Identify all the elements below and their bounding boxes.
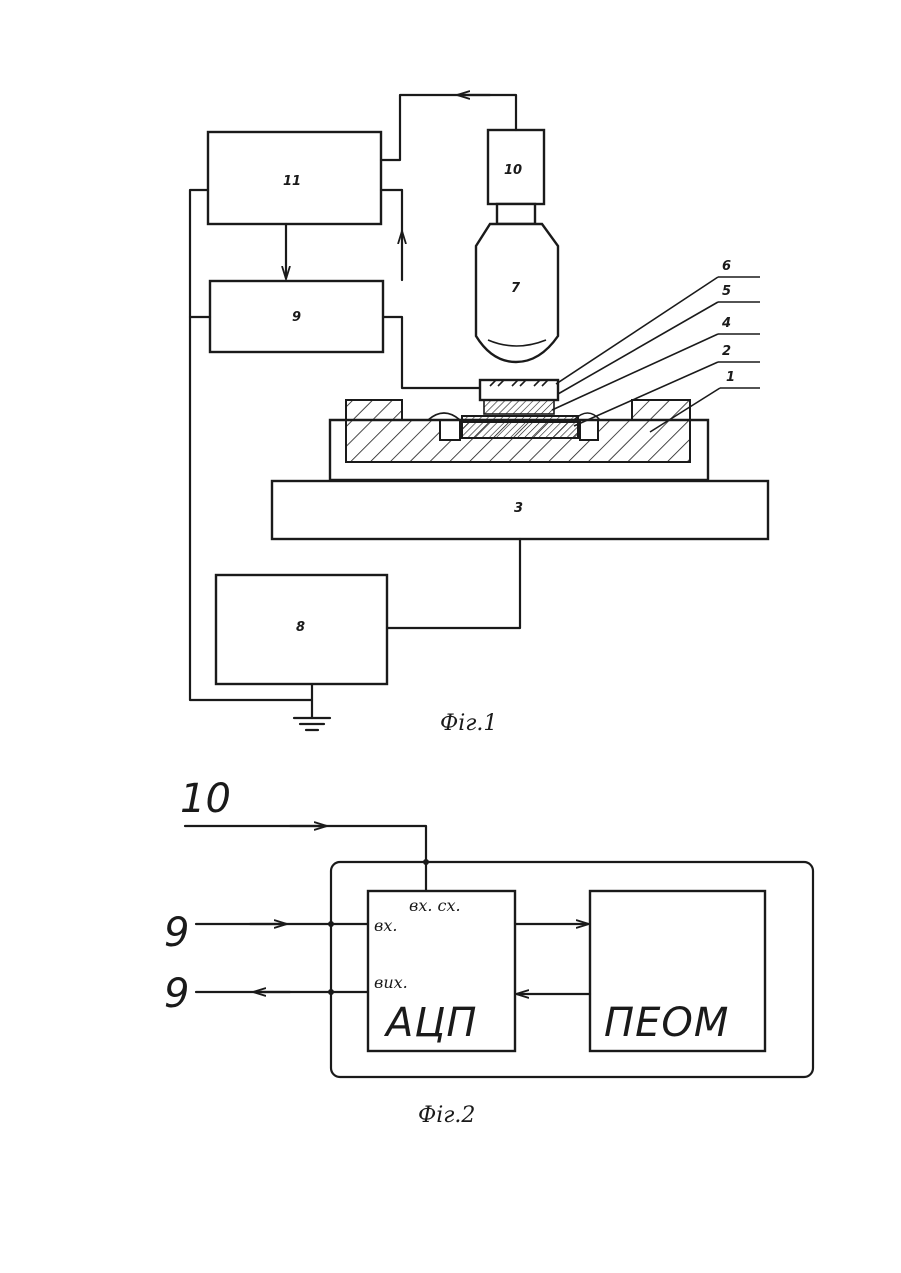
label-7: 7: [511, 281, 521, 296]
node-input-9: [328, 921, 334, 927]
label-9: 9: [292, 310, 301, 325]
probe-assembly: [480, 380, 558, 414]
output-9-label: 9: [164, 971, 189, 1017]
camera-10: 10: [488, 130, 544, 224]
pc-label: ПЕОМ: [604, 1000, 729, 1046]
label-11: 11: [283, 174, 301, 189]
input-9-label: 9: [164, 910, 189, 956]
microscope-7: 7: [476, 224, 558, 362]
label-8: 8: [296, 620, 305, 635]
line-8-to-base: [387, 539, 520, 628]
figure-1-caption: Фіг.1: [440, 711, 497, 736]
layer-5: [480, 380, 558, 400]
adc-label: АЦП: [383, 1000, 478, 1046]
ground-icon: [294, 684, 330, 730]
node-output-9: [328, 989, 334, 995]
pc-block: ПЕОМ: [590, 891, 765, 1051]
line-input-10: [185, 826, 426, 892]
block-11: 11: [208, 132, 381, 224]
input-10-label: 10: [180, 776, 231, 822]
label-1: 1: [726, 370, 735, 385]
block-8: 8: [216, 575, 387, 684]
label-4: 4: [721, 316, 731, 331]
label-5: 5: [722, 284, 731, 299]
port-sync-input: вх. сх.: [409, 896, 461, 915]
block-9: 9: [210, 281, 383, 352]
label-3: 3: [514, 501, 523, 516]
label-6: 6: [722, 259, 731, 274]
figure-1: 11 9 10 7: [190, 95, 768, 736]
figure-2-caption: Фіг.2: [418, 1103, 475, 1128]
port-output: вих.: [374, 973, 408, 992]
label-2: 2: [722, 344, 731, 359]
label-10: 10: [504, 163, 522, 178]
sample-2: [462, 416, 578, 438]
layer-4: [484, 400, 554, 414]
port-input: вх.: [374, 916, 397, 935]
base-3: 3: [272, 481, 768, 539]
line-9-to-sample: [383, 317, 480, 388]
figure-2: 10 вх. сх. вх. вих. АЦП ПЕОМ 9 9: [164, 776, 813, 1128]
adc-block: вх. сх. вх. вих. АЦП: [368, 891, 515, 1051]
